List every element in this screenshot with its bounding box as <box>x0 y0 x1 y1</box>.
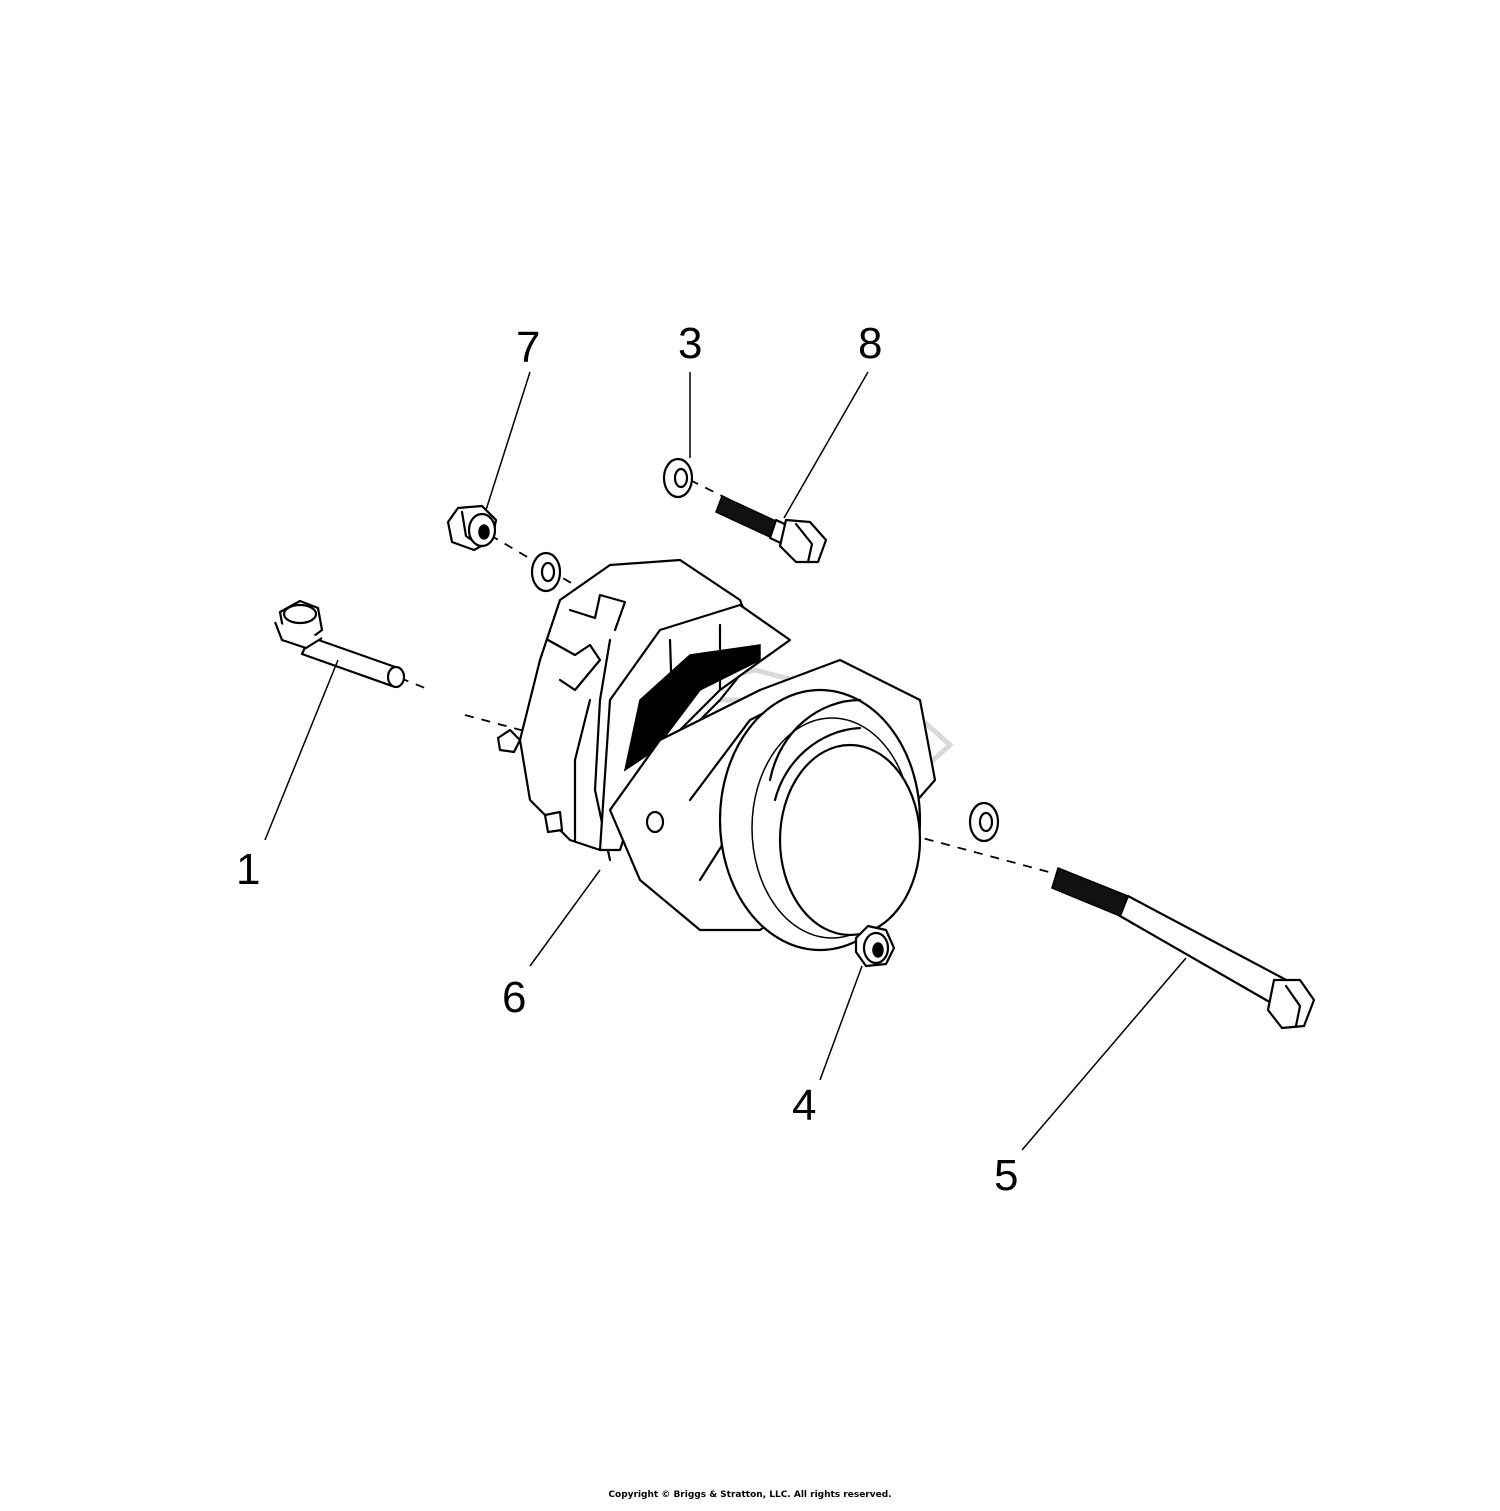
part-lock-nut <box>854 924 896 968</box>
callout-7: 7 <box>516 323 540 372</box>
part-flange-nut <box>446 504 498 552</box>
part-hex-bolt-long <box>1051 866 1316 1030</box>
copyright-notice: Copyright © Briggs & Stratton, LLC. All … <box>608 1490 892 1500</box>
callout-5: 5 <box>994 1151 1018 1200</box>
part-hex-bolt-short <box>715 494 828 564</box>
part-lock-washer <box>662 457 694 499</box>
part-flange-bolt <box>273 599 406 689</box>
callout-4: 4 <box>792 1081 816 1130</box>
callout-numbers: 1 3 4 5 6 7 8 <box>236 319 1018 1200</box>
callout-1: 1 <box>236 845 260 894</box>
part-alternator <box>496 558 937 952</box>
callout-8: 8 <box>858 319 882 368</box>
callout-3: 3 <box>678 319 702 368</box>
callout-6: 6 <box>502 973 526 1022</box>
part-washer-upper <box>530 551 562 593</box>
leader-lines <box>264 371 1187 1151</box>
part-washer-lower <box>968 801 1000 843</box>
